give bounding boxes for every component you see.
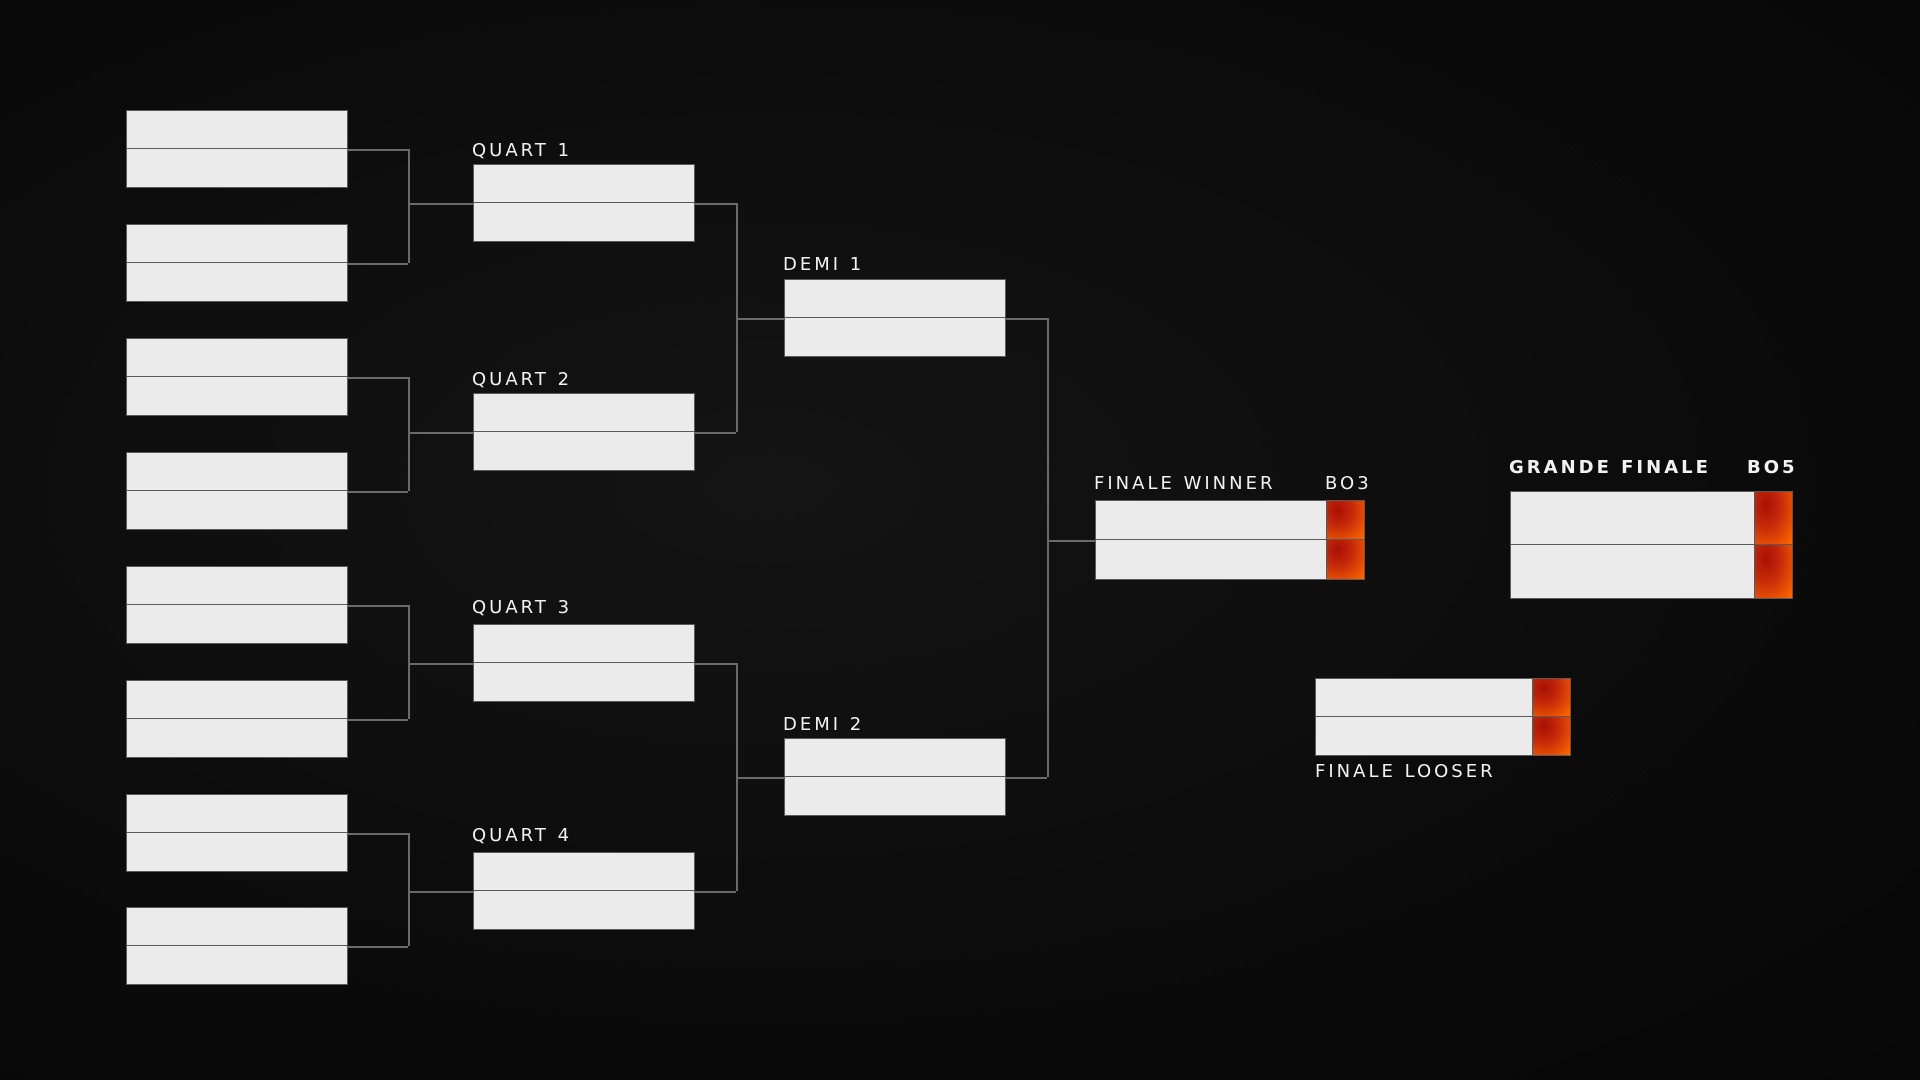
connector-line: [736, 318, 784, 320]
connector-line: [408, 203, 473, 205]
connector-line: [736, 203, 738, 432]
connector-line: [348, 605, 408, 607]
finale-looser-match: [1315, 678, 1571, 756]
team-slot-2[interactable]: [127, 491, 347, 529]
connector-line: [1006, 777, 1047, 779]
score-box-1[interactable]: [1326, 501, 1364, 540]
team-slot-2[interactable]: [474, 203, 694, 241]
team-slot-1[interactable]: [127, 567, 347, 605]
quart-1-match: [473, 164, 695, 242]
finale-winner-label: FINALE WINNER: [1094, 473, 1276, 494]
connector-line: [408, 377, 410, 491]
connector-line: [348, 491, 408, 493]
score-box-1[interactable]: [1532, 679, 1570, 717]
team-slot-2[interactable]: [1511, 545, 1754, 598]
team-slot-1[interactable]: [127, 908, 347, 946]
grande-finale-format: BO5: [1747, 457, 1798, 478]
quart-4-label: QUART 4: [472, 825, 573, 846]
team-slot-2[interactable]: [127, 833, 347, 871]
team-slot-1[interactable]: [474, 394, 694, 432]
team-slot-1[interactable]: [1316, 679, 1532, 717]
score-box-1[interactable]: [1754, 492, 1792, 545]
team-slot-2[interactable]: [785, 777, 1005, 815]
team-slot-2[interactable]: [127, 263, 347, 301]
round-of-16-match-8: [126, 907, 348, 985]
round-of-16-match-4: [126, 452, 348, 530]
connector-line: [348, 719, 408, 721]
team-slot-1[interactable]: [474, 853, 694, 891]
team-slot-2[interactable]: [127, 946, 347, 984]
demi-2-match: [784, 738, 1006, 816]
team-slot-1[interactable]: [127, 795, 347, 833]
team-slot-1[interactable]: [1511, 492, 1754, 545]
connector-line: [1047, 318, 1049, 777]
quart-2-label: QUART 2: [472, 369, 573, 390]
quart-3-label: QUART 3: [472, 597, 573, 618]
round-of-16-match-6: [126, 680, 348, 758]
team-slot-2[interactable]: [785, 318, 1005, 356]
team-slot-1[interactable]: [474, 625, 694, 663]
connector-line: [408, 605, 410, 719]
team-slot-2[interactable]: [127, 149, 347, 187]
connector-line: [1006, 318, 1047, 320]
team-slot-1[interactable]: [785, 739, 1005, 777]
finale-winner-format: BO3: [1325, 473, 1372, 494]
connector-line: [348, 377, 408, 379]
connector-line: [695, 891, 736, 893]
team-slot-2[interactable]: [474, 663, 694, 701]
connector-line: [695, 203, 736, 205]
team-slot-1[interactable]: [474, 165, 694, 203]
team-slot-1[interactable]: [127, 453, 347, 491]
score-box-2[interactable]: [1532, 717, 1570, 755]
team-slot-1[interactable]: [127, 339, 347, 377]
connector-line: [1047, 540, 1095, 542]
team-slot-1[interactable]: [127, 225, 347, 263]
connector-line: [408, 432, 473, 434]
demi-2-label: DEMI 2: [783, 714, 865, 735]
quart-4-match: [473, 852, 695, 930]
team-slot-2[interactable]: [127, 605, 347, 643]
round-of-16-match-3: [126, 338, 348, 416]
quart-3-match: [473, 624, 695, 702]
connector-line: [348, 946, 408, 948]
connector-line: [408, 833, 410, 946]
team-slot-2[interactable]: [127, 377, 347, 415]
score-box-2[interactable]: [1326, 540, 1364, 579]
round-of-16-match-2: [126, 224, 348, 302]
finale-looser-label: FINALE LOOSER: [1315, 761, 1496, 782]
team-slot-2[interactable]: [1096, 540, 1326, 579]
team-slot-2[interactable]: [474, 891, 694, 929]
round-of-16-match-7: [126, 794, 348, 872]
grande-finale-match: [1510, 491, 1793, 599]
quart-1-label: QUART 1: [472, 140, 573, 161]
team-slot-2[interactable]: [127, 719, 347, 757]
demi-1-label: DEMI 1: [783, 254, 865, 275]
connector-line: [695, 432, 736, 434]
quart-2-match: [473, 393, 695, 471]
connector-line: [408, 891, 473, 893]
finale-winner-match: [1095, 500, 1365, 580]
team-slot-2[interactable]: [1316, 717, 1532, 755]
team-slot-1[interactable]: [127, 681, 347, 719]
team-slot-1[interactable]: [127, 111, 347, 149]
team-slot-1[interactable]: [1096, 501, 1326, 540]
connector-line: [408, 149, 410, 263]
connector-line: [348, 263, 408, 265]
connector-line: [695, 663, 736, 665]
team-slot-2[interactable]: [474, 432, 694, 470]
connector-line: [348, 833, 408, 835]
round-of-16-match-1: [126, 110, 348, 188]
connector-line: [348, 149, 408, 151]
score-box-2[interactable]: [1754, 545, 1792, 598]
round-of-16-match-5: [126, 566, 348, 644]
connector-line: [736, 777, 784, 779]
demi-1-match: [784, 279, 1006, 357]
team-slot-1[interactable]: [785, 280, 1005, 318]
connector-line: [408, 663, 473, 665]
grande-finale-label: GRANDE FINALE: [1509, 457, 1711, 478]
